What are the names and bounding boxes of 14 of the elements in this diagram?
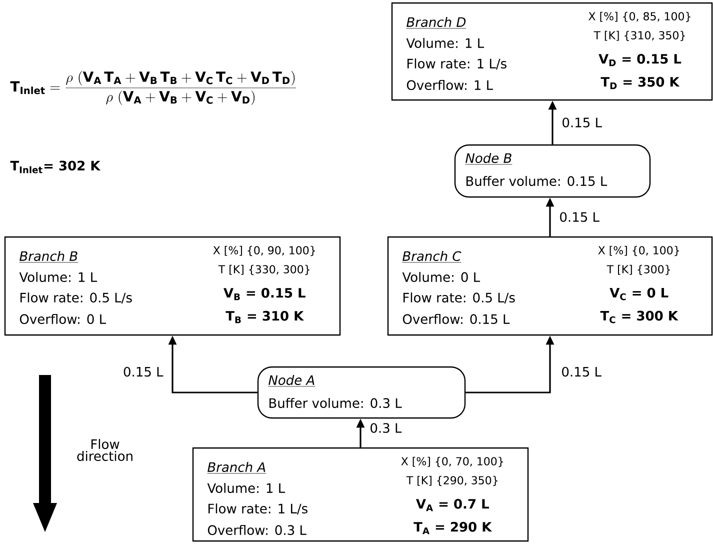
branch-box: Branch C Volume: 0 L Flow rate: 0.5 L/s Overflow: 0.15 L X [%] {0, 100} T [K] {300} V$_{C}$ = 0 L T$_{C}$ = 300 K xyxy=(387,236,713,336)
direction-label: Flow direction xyxy=(77,438,132,461)
edge-label: 0.3 L xyxy=(368,422,403,434)
branch-box: Branch B Volume: 1 L Flow rate: 0.5 L/s Overflow: 0 L X [%] {0, 90, 100} T [K] {330, 300} V$_{B}$ = 0.15 L T$_{B}$ = 310 K xyxy=(4,236,341,336)
edge-label: 0.15 L xyxy=(558,211,601,223)
edge-label: 0.15 L xyxy=(560,366,603,378)
edge-label: 0.15 L xyxy=(122,366,164,378)
formula: $\mathbf{T_{Inlet} = \frac{\rho\ (V_A\,T_A+V_B\,T_B+V_C\,T_C+V_D\,T_D)}{\rho\ (V_A+V_B+V_C+V_D)}}$ xyxy=(10,71,296,105)
buffer-node: Node B Buffer volume: 0.15 L xyxy=(454,144,651,198)
branch-box: Branch D Volume: 1 L Flow rate: 1 L/s Overflow: 1 L X [%] {0, 85, 100} T [K] {310, 350} V$_{D}$ = 0.15 L T$_{D}$ = 350 K xyxy=(391,2,713,101)
branch-box: Branch A Volume: 1 L Flow rate: 1 L/s Overflow: 0.3 L X [%] {0, 70, 100} T [K] {290, 350} V$_{A}$ = 0.7 L T$_{A}$ = 290 K xyxy=(192,447,529,542)
buffer-node: Node A Buffer volume: 0.3 L xyxy=(257,366,466,419)
result-text: T$_{Inlet}$= 302 K xyxy=(10,160,101,174)
edge-label: 0.15 L xyxy=(560,116,604,128)
